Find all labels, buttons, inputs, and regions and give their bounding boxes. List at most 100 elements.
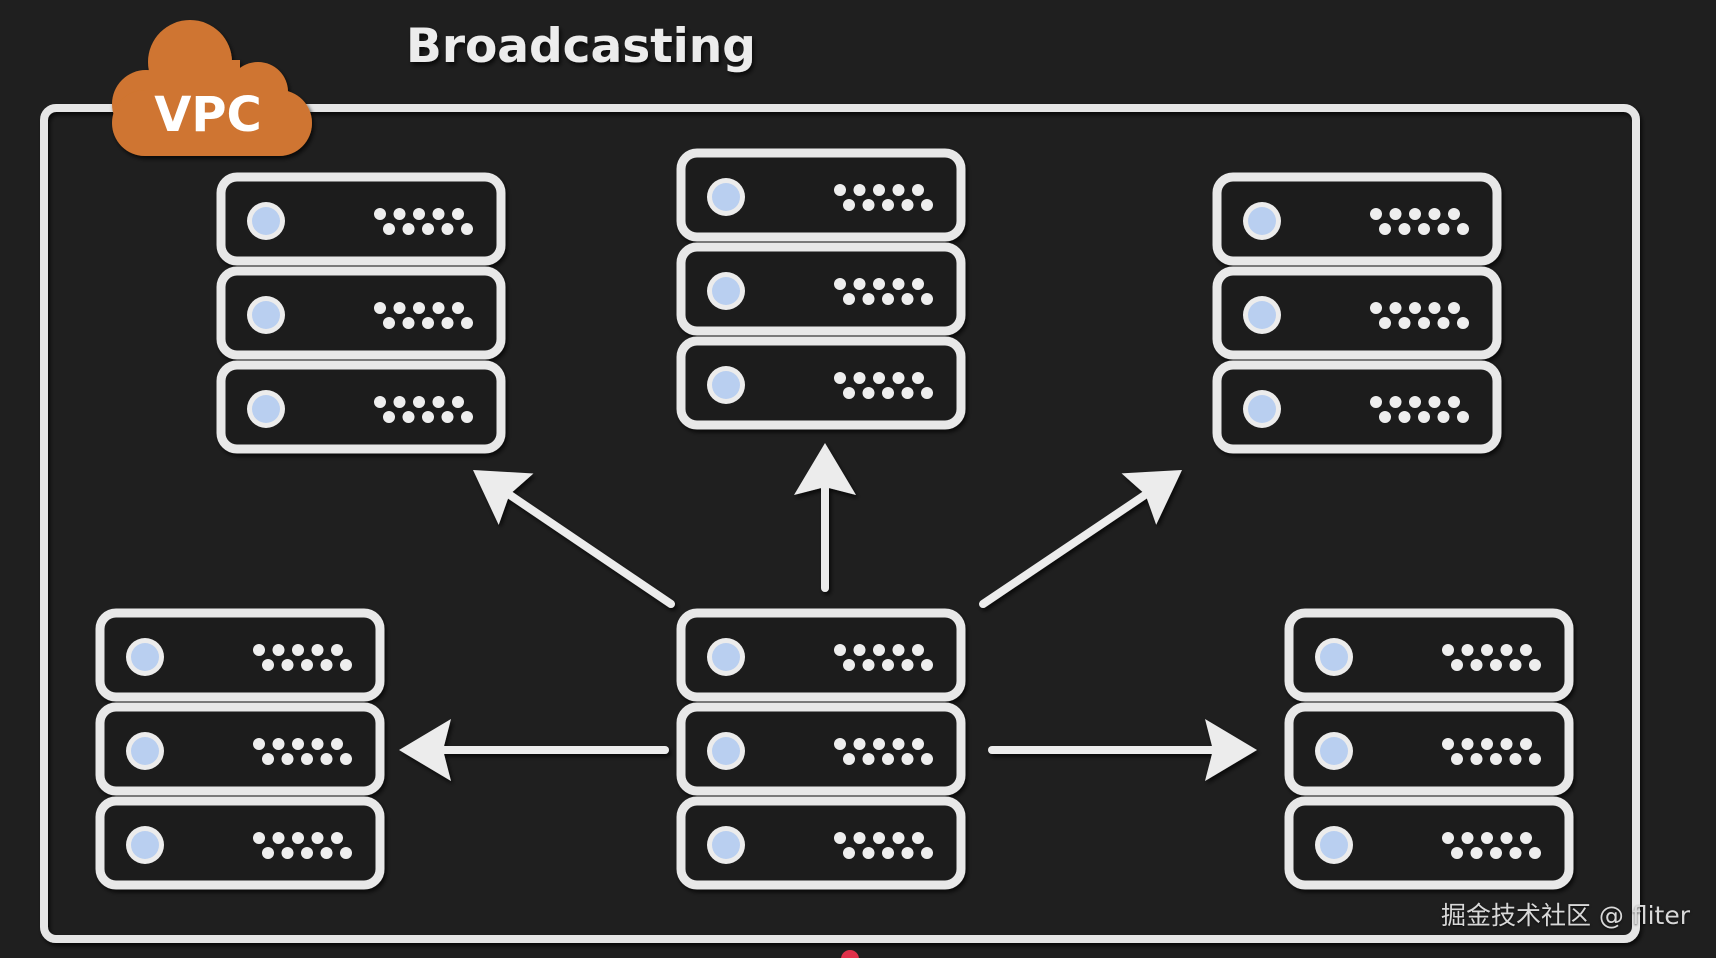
server-unit [676,608,966,702]
server-unit [95,702,385,796]
arrows-layer [399,443,1257,781]
arrow-head [399,719,451,781]
arrow-to-top-left-icon [473,470,675,608]
status-light-fill [712,183,740,211]
status-light-fill [252,207,280,235]
status-light-fill [712,737,740,765]
vpc-cloud-icon: VPC [112,20,312,156]
status-light-fill [712,831,740,859]
server-unit-body [676,336,966,430]
arrow-head [1121,470,1182,525]
vent-dots-icon [1442,832,1541,859]
arrow-head [794,443,856,495]
server-unit-body [1212,360,1502,454]
status-light-fill [1320,643,1348,671]
status-light-fill [252,395,280,423]
server-unit [1284,796,1574,890]
server-unit-body [95,608,385,702]
vent-dots-icon [1442,644,1541,671]
server-unit-body [676,702,966,796]
server-unit [95,796,385,890]
server-unit [1212,266,1502,360]
status-light-fill [1320,737,1348,765]
vpc-label: VPC [154,87,262,143]
server-unit [95,608,385,702]
server-unit [1284,702,1574,796]
vent-dots-icon [834,738,933,765]
server-unit-body [676,608,966,702]
server-unit-body [1212,266,1502,360]
server-top-center [676,148,966,430]
servers-layer [95,148,1574,890]
status-light-fill [1248,301,1276,329]
arrow-to-top-right-icon [979,470,1182,608]
server-unit-body [95,702,385,796]
server-unit-body [216,360,506,454]
vent-dots-icon [834,644,933,671]
server-unit [1284,608,1574,702]
vent-dots-icon [374,302,473,329]
vent-dots-icon [374,208,473,235]
server-unit-body [1284,702,1574,796]
arrow-to-bottom-right-icon [988,719,1257,781]
server-unit [216,172,506,266]
vent-dots-icon [834,278,933,305]
vent-dots-icon [834,184,933,211]
vent-dots-icon [1442,738,1541,765]
diagram-title: Broadcasting [406,19,756,74]
server-top-left [216,172,506,454]
server-unit-body [676,796,966,890]
server-unit-body [1212,172,1502,266]
server-unit [676,702,966,796]
status-light-fill [252,301,280,329]
arrow-to-bottom-left-icon [399,719,669,781]
vent-dots-icon [1370,208,1469,235]
server-bottom-right [1284,608,1574,890]
arrow-head [1205,719,1257,781]
server-top-right [1212,172,1502,454]
status-light-fill [131,831,159,859]
server-unit-body [1284,608,1574,702]
arrow-head [473,470,534,525]
server-unit [676,796,966,890]
arrow-shaft [505,490,675,608]
server-unit-body [216,266,506,360]
status-light-fill [712,277,740,305]
server-bottom-center [676,608,966,890]
vent-dots-icon [834,832,933,859]
server-unit-body [676,242,966,336]
server-unit [676,336,966,430]
vent-dots-icon [374,396,473,423]
server-unit [1212,172,1502,266]
server-unit [676,148,966,242]
arrow-to-top-center-icon [794,443,856,592]
server-unit-body [216,172,506,266]
vent-dots-icon [253,738,352,765]
server-unit [216,360,506,454]
server-unit-body [1284,796,1574,890]
vent-dots-icon [1370,396,1469,423]
vent-dots-icon [1370,302,1469,329]
status-light-fill [1320,831,1348,859]
server-unit [1212,360,1502,454]
server-unit [676,242,966,336]
status-light-fill [131,643,159,671]
server-unit-body [95,796,385,890]
arrow-shaft [979,490,1150,608]
vent-dots-icon [253,832,352,859]
video-progress-dot[interactable] [841,950,859,958]
server-bottom-left [95,608,385,890]
server-unit [216,266,506,360]
vpc-frame [40,104,1640,943]
vent-dots-icon [253,644,352,671]
status-light-fill [131,737,159,765]
status-light-fill [1248,207,1276,235]
vent-dots-icon [834,372,933,399]
status-light-fill [712,643,740,671]
status-light-fill [712,371,740,399]
watermark: 掘金技术社区 @ fliter [1440,901,1690,930]
server-unit-body [676,148,966,242]
status-light-fill [1248,395,1276,423]
